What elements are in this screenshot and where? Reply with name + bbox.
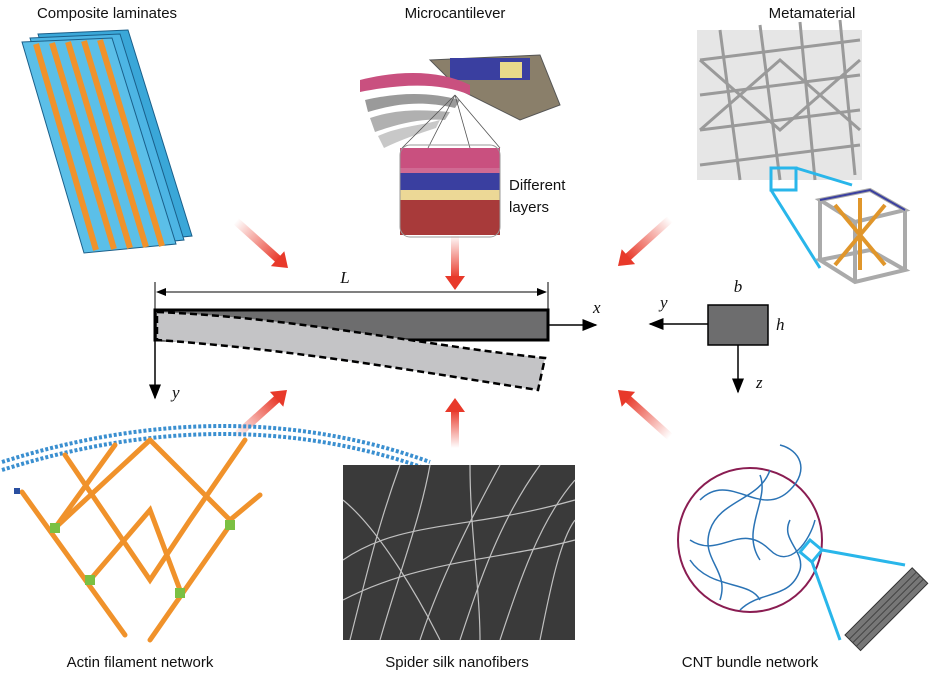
label-layers: layers [509, 199, 549, 216]
section-y-label: y [658, 293, 668, 312]
label-metamaterial: Metamaterial [769, 5, 856, 22]
label-actin-filament-network: Actin filament network [67, 654, 214, 671]
x-axis-label: x [592, 298, 601, 317]
section-z-label: z [755, 373, 763, 392]
label-microcantilever: Microcantilever [405, 5, 506, 22]
arrow-spider [445, 398, 465, 448]
beam-cross-section: b h y z [648, 277, 785, 394]
red-arrows [232, 216, 673, 448]
actin-network-illustration [1, 424, 431, 643]
width-label: b [734, 277, 743, 296]
y-axis-label: y [170, 383, 180, 402]
arrow-actin [232, 390, 287, 440]
label-composite-laminates: Composite laminates [37, 5, 177, 22]
label-spider-silk-nanofibers: Spider silk nanofibers [385, 654, 528, 671]
cnt-network-illustration [677, 444, 929, 652]
label-cnt-bundle-network: CNT bundle network [682, 654, 819, 671]
arrow-metamaterial [618, 216, 673, 266]
height-label: h [776, 315, 785, 334]
beam-deflected [155, 310, 547, 392]
label-different: Different [509, 177, 566, 194]
arrow-cnt [618, 390, 673, 440]
cnt-bundle [844, 567, 929, 652]
layer-magnifier [399, 144, 501, 238]
metamaterial-illustration [697, 19, 911, 285]
spider-silk-image [342, 464, 576, 641]
microcantilever-illustration: Different layers [360, 54, 566, 238]
arrow-microcantilever [445, 235, 465, 290]
cantilever-beam: L x y [149, 268, 601, 402]
arrow-composite [233, 218, 288, 268]
length-label: L [339, 268, 349, 287]
composite-laminate-illustration [21, 29, 193, 254]
